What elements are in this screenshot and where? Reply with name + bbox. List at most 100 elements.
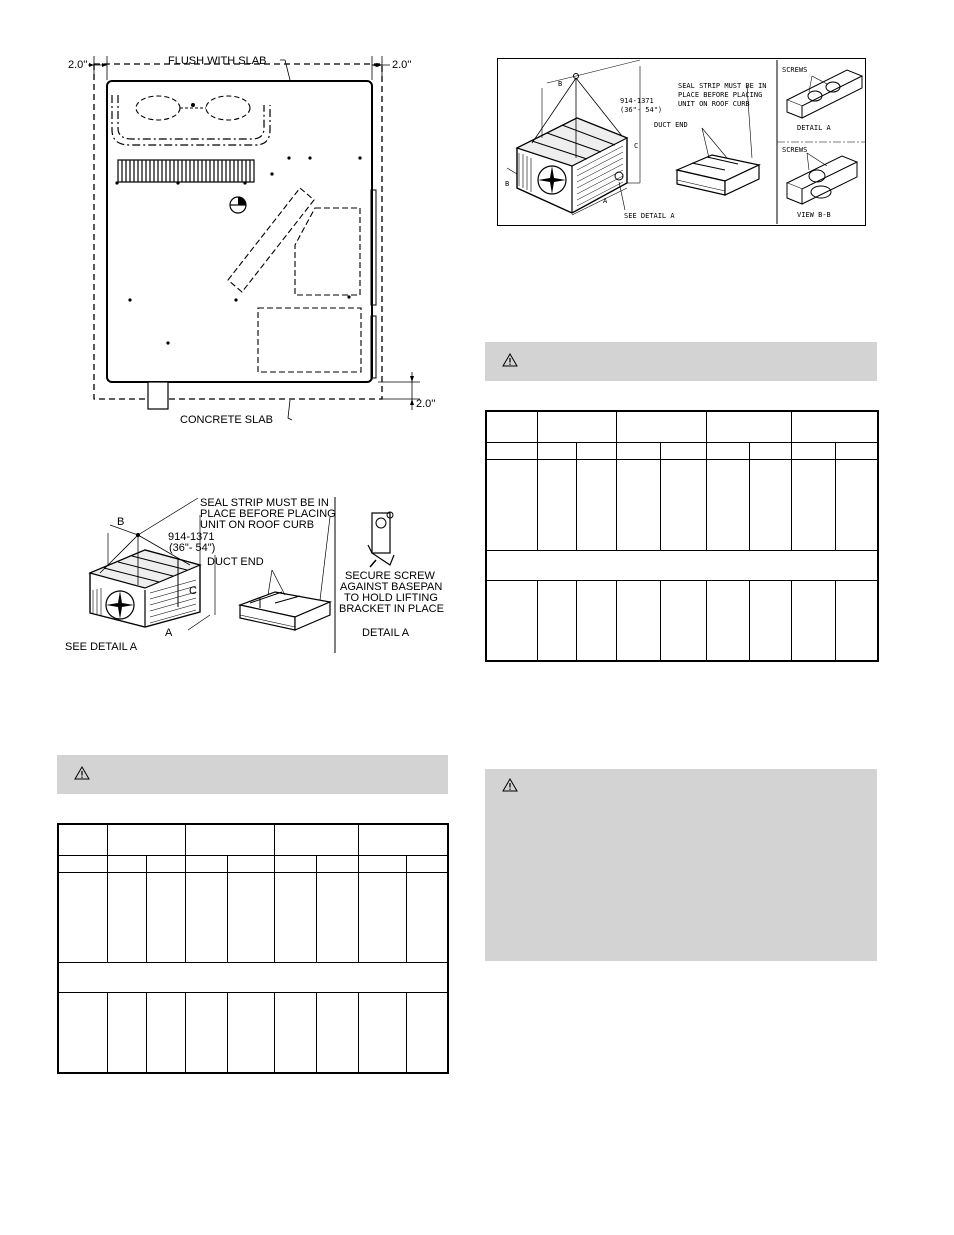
table-cell [57, 962, 449, 993]
roof-left-seal-strip-2: PLACE BEFORE PLACING [200, 508, 336, 520]
table-cell [184, 855, 228, 873]
warning-triangle-icon [502, 353, 518, 367]
table-cell [57, 823, 108, 856]
table-cell [226, 872, 275, 963]
roof-left-duct-end: DUCT END [207, 556, 264, 568]
roof-left-label-b: B [117, 516, 125, 528]
table-cell [659, 580, 707, 661]
table-cell [834, 580, 879, 661]
table-cell [145, 855, 186, 873]
roof-right-duct-end: DUCT END [654, 121, 688, 129]
table-row [57, 823, 449, 856]
table-cell [273, 992, 317, 1073]
table-cell [536, 459, 577, 551]
warning-box-right [485, 769, 877, 961]
table-cell [615, 459, 661, 551]
table-cell [536, 442, 577, 460]
table-cell [57, 992, 108, 1073]
data-table-left [57, 823, 449, 1074]
table-cell [315, 855, 359, 873]
table-cell [536, 410, 617, 443]
roof-curb-figure-right [497, 58, 866, 226]
table-cell [790, 442, 836, 460]
table-cell [485, 580, 538, 661]
roof-right-seal-3: UNIT ON ROOF CURB [678, 100, 750, 108]
table-cell [405, 872, 449, 963]
roof-right-label-b: B [558, 80, 563, 88]
roof-left-see-detail: SEE DETAIL A [65, 641, 138, 653]
table-cell [184, 872, 228, 963]
table-cell [834, 459, 879, 551]
table-cell [273, 823, 359, 856]
roof-left-detail-a: DETAIL A [362, 627, 410, 639]
table-cell [226, 855, 275, 873]
table-cell [106, 855, 147, 873]
table-cell [106, 872, 147, 963]
roof-left-label-c: C [189, 585, 197, 597]
table-cell [357, 823, 449, 856]
table-row [57, 872, 449, 963]
roof-left-height-mm: 914-1371 [168, 531, 215, 543]
roof-right-detail-a: DETAIL A [797, 124, 831, 132]
roof-left-secure-4: BRACKET IN PLACE [339, 603, 444, 615]
roof-right-label-a: A [603, 197, 608, 205]
table-cell [705, 410, 792, 443]
roof-right-height-mm: 914-1371 [620, 97, 654, 105]
table-cell [357, 992, 407, 1073]
roof-right-see-detail: SEE DETAIL A [624, 212, 675, 220]
table-cell [748, 459, 792, 551]
table-cell [659, 442, 707, 460]
table-cell [184, 823, 275, 856]
warning-triangle-icon [502, 778, 518, 792]
table-cell [705, 459, 750, 551]
table-cell [57, 872, 108, 963]
table-row [485, 580, 879, 661]
table-cell [273, 855, 317, 873]
table-cell [748, 442, 792, 460]
roof-right-screws-1: SCREWS [782, 66, 808, 74]
table-cell [659, 459, 707, 551]
roof-left-height-in: (36"- 54") [169, 542, 216, 554]
table-cell [405, 992, 449, 1073]
roof-left-seal-strip-1: SEAL STRIP MUST BE IN [200, 497, 329, 509]
roof-right-seal-1: SEAL STRIP MUST BE IN [678, 82, 767, 90]
roof-right-screws-2: SCREWS [782, 146, 808, 154]
slab-concrete-label: CONCRETE SLAB [180, 414, 273, 426]
table-cell [790, 580, 836, 661]
roof-left-label-a: A [165, 627, 173, 639]
table-cell [485, 410, 538, 443]
roof-left-secure-1: SECURE SCREW [345, 570, 435, 582]
table-row [57, 855, 449, 873]
table-cell [405, 855, 449, 873]
table-cell [145, 872, 186, 963]
slab-dim-bottom: 2.0'' [416, 398, 436, 410]
roof-right-view-bb: VIEW B-B [797, 211, 831, 219]
warning-bar-right [485, 342, 877, 381]
warning-bar-left [57, 755, 448, 794]
table-cell [536, 580, 577, 661]
roof-left-secure-2: AGAINST BASEPAN [340, 581, 443, 593]
table-cell [226, 992, 275, 1073]
table-row [57, 992, 449, 1073]
table-cell [357, 855, 407, 873]
table-cell [575, 459, 617, 551]
table-cell [57, 855, 108, 873]
table-cell [485, 442, 538, 460]
table-cell [315, 872, 359, 963]
roof-left-seal-strip-3: UNIT ON ROOF CURB [200, 519, 315, 531]
table-cell [145, 992, 186, 1073]
table-row [485, 410, 879, 443]
roof-right-label-c: C [634, 142, 639, 150]
table-cell [790, 410, 879, 443]
roof-right-seal-2: PLACE BEFORE PLACING [678, 91, 763, 99]
table-row [485, 459, 879, 551]
slab-mounting-figure [88, 56, 420, 421]
slab-dim-right: 2.0'' [392, 59, 412, 71]
slab-dim-left: 2.0'' [68, 59, 88, 71]
table-cell [575, 442, 617, 460]
roof-right-label-b-side: B [505, 180, 510, 188]
table-cell [834, 442, 879, 460]
table-cell [106, 992, 147, 1073]
table-cell [273, 872, 317, 963]
table-row [485, 550, 879, 581]
